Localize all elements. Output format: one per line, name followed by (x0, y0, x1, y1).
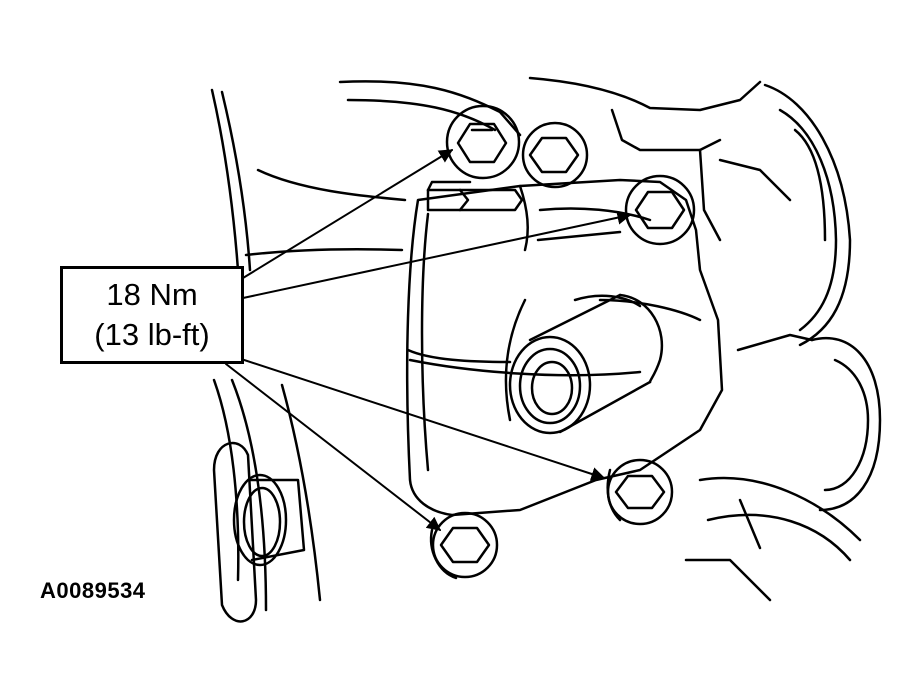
leader-arrow (225, 353, 606, 481)
hex-bolt-icon (445, 104, 521, 180)
torque-lbft-label: (13 lb-ft) (94, 317, 210, 352)
leader-arrow (225, 363, 442, 531)
engine-plug (212, 441, 306, 623)
sensor-bar (426, 180, 524, 212)
torque-nm-label: 18 Nm (106, 277, 198, 312)
hex-bolt-icon (521, 121, 589, 189)
engine-block-top (338, 76, 792, 242)
figure-id: A0089534 (40, 578, 146, 603)
leader-arrow (242, 210, 632, 299)
leader-arrow (242, 149, 454, 279)
hex-bolt-icon (606, 458, 674, 526)
engine-block-right (684, 83, 882, 602)
engine-block-left (210, 88, 407, 612)
torque-callout: 18 Nm (13 lb-ft) (60, 266, 244, 364)
hex-bolt-icon (624, 174, 696, 246)
coolant-outlet-pipe (508, 293, 664, 435)
hex-bolt-icon (429, 511, 499, 580)
leader-arrows (225, 149, 632, 531)
